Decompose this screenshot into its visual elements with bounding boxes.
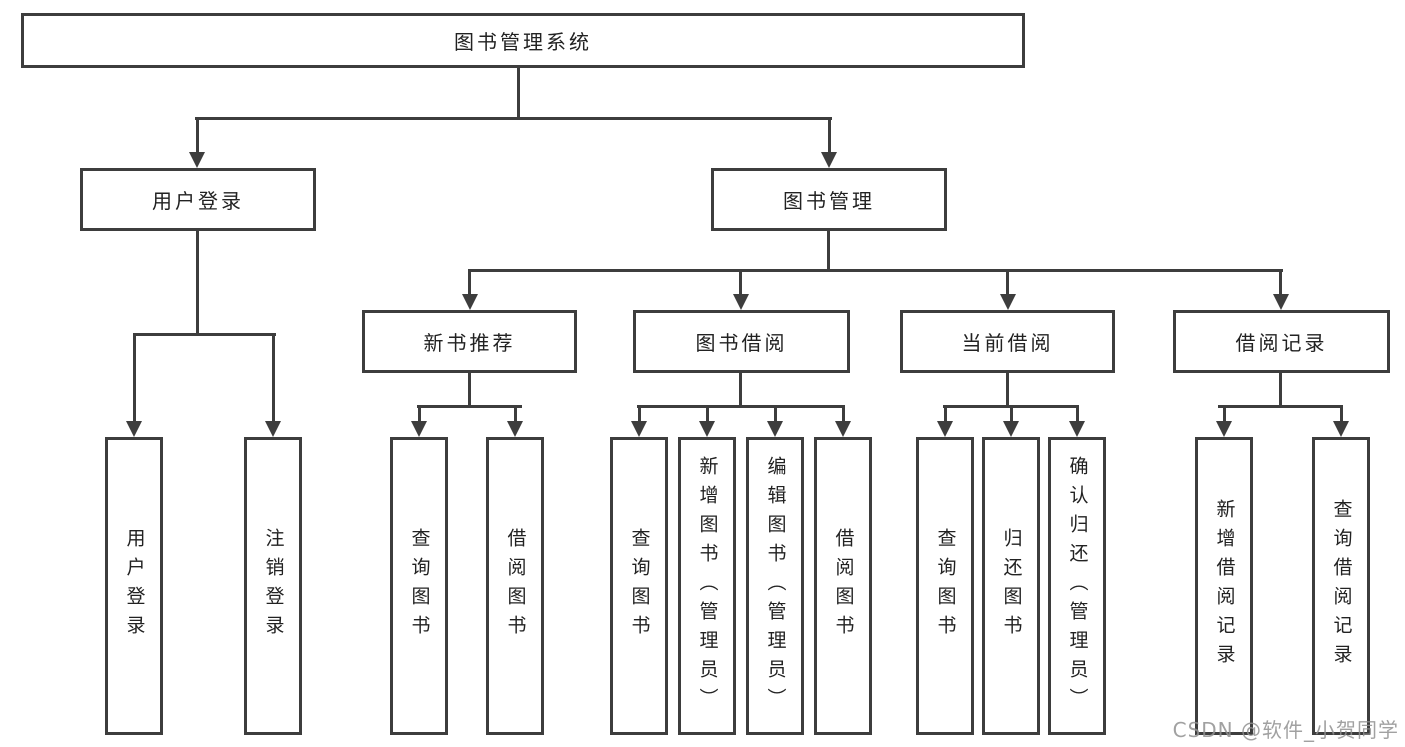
leaf-logout: 注销登录 [244,437,302,735]
connector-split [1218,405,1343,408]
arrowhead-down-icon [126,421,142,437]
leaf-return-books: 归还图书 [982,437,1040,735]
connector-stub [1279,371,1282,408]
connector-line [1006,269,1009,296]
connector-line [1076,405,1079,423]
node-new-book-recommendation: 新书推荐 [362,310,577,373]
connector-line [196,117,199,154]
arrowhead-down-icon [767,421,783,437]
node-borrowing-records: 借阅记录 [1173,310,1390,373]
leaf-confirm-return-admin: 确认归还（管理员） [1048,437,1106,735]
node-label: 借阅图书 [832,528,855,644]
connector-line [1010,405,1013,423]
node-user-login: 用户登录 [80,168,316,231]
node-label: 新增图书（管理员） [696,455,719,717]
connector-line [842,405,845,423]
arrowhead-down-icon [1273,294,1289,310]
connector-root-stub [517,67,520,120]
arrowhead-down-icon [1216,421,1232,437]
connector-line [1223,405,1226,423]
connector-line [1279,269,1282,296]
connector-level2-split [468,269,1283,272]
node-label: 借阅记录 [1235,331,1328,355]
leaf-user-login: 用户登录 [105,437,163,735]
arrowhead-down-icon [821,152,837,168]
arrowhead-down-icon [462,294,478,310]
node-library-management-system: 图书管理系统 [21,13,1025,68]
connector-user-login-stub [196,231,199,335]
connector-line [706,405,709,423]
arrowhead-down-icon [1069,421,1085,437]
connector-stub [739,371,742,408]
node-label: 编辑图书（管理员） [764,455,787,717]
leaf-query-books-current: 查询图书 [916,437,974,735]
arrowhead-down-icon [189,152,205,168]
leaf-borrow-books-recommend: 借阅图书 [486,437,544,735]
leaf-edit-book-admin: 编辑图书（管理员） [746,437,804,735]
arrowhead-down-icon [1000,294,1016,310]
arrowhead-down-icon [835,421,851,437]
node-label: 归还图书 [1000,528,1023,644]
connector-line [828,117,831,154]
leaf-query-books-recommend: 查询图书 [390,437,448,735]
connector-line [468,269,471,296]
node-label: 用户登录 [123,528,146,644]
connector-split [417,405,522,408]
node-label: 查询图书 [408,528,431,644]
connector-line [418,405,421,423]
connector-split [637,405,845,408]
arrowhead-down-icon [411,421,427,437]
connector-line [514,405,517,423]
connector-line [1340,405,1343,423]
connector-level1-split [195,117,832,120]
arrowhead-down-icon [1333,421,1349,437]
watermark: CSDN @软件_小贺同学 [1172,718,1399,742]
connector-line [638,405,641,423]
node-label: 图书借阅 [695,331,788,355]
connector-user-login-split [133,333,276,336]
node-label: 当前借阅 [961,331,1054,355]
node-current-borrowing: 当前借阅 [900,310,1115,373]
leaf-add-borrow-record: 新增借阅记录 [1195,437,1253,735]
node-label: 用户登录 [152,189,244,213]
node-label: 注销登录 [262,528,285,644]
node-label: 图书管理 [783,189,875,213]
leaf-query-borrow-record: 查询借阅记录 [1312,437,1370,735]
arrowhead-down-icon [631,421,647,437]
node-label: 借阅图书 [504,528,527,644]
arrowhead-down-icon [1003,421,1019,437]
arrowhead-down-icon [265,421,281,437]
node-book-management: 图书管理 [711,168,947,231]
arrowhead-down-icon [507,421,523,437]
node-label: 查询图书 [934,528,957,644]
node-label: 新增借阅记录 [1213,499,1236,673]
leaf-borrow-books-borrowing: 借阅图书 [814,437,872,735]
node-label: 查询借阅记录 [1330,499,1353,673]
node-label: 图书管理系统 [454,30,592,54]
node-label: 确认归还（管理员） [1066,455,1089,717]
arrowhead-down-icon [733,294,749,310]
leaf-add-book-admin: 新增图书（管理员） [678,437,736,735]
connector-book-management-stub [827,231,830,271]
node-label: 新书推荐 [423,331,516,355]
connector-line [133,333,136,423]
connector-line [272,333,275,423]
connector-stub [1006,371,1009,408]
connector-stub [468,371,471,408]
node-label: 查询图书 [628,528,651,644]
connector-line [774,405,777,423]
leaf-query-books-borrowing: 查询图书 [610,437,668,735]
arrowhead-down-icon [937,421,953,437]
connector-line [739,269,742,296]
node-book-borrowing: 图书借阅 [633,310,850,373]
arrowhead-down-icon [699,421,715,437]
connector-line [944,405,947,423]
